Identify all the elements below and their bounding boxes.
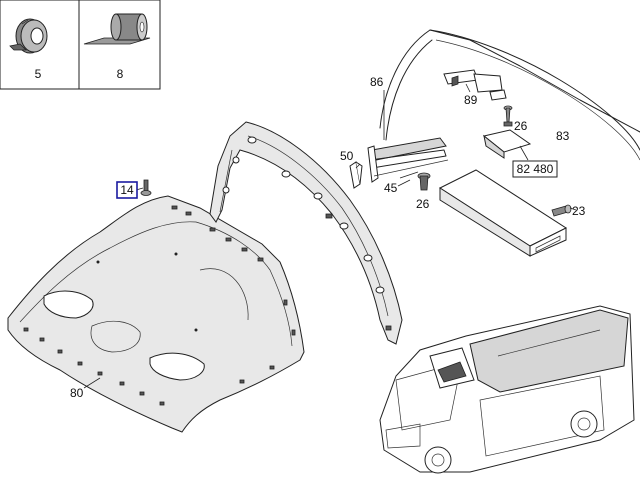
van-overview <box>379 305 635 474</box>
screw-23[interactable] <box>551 204 577 217</box>
callout-83[interactable]: 83 <box>556 129 570 143</box>
felt-roll-icon <box>83 13 151 45</box>
callout-86[interactable]: 86 <box>370 75 384 89</box>
legend-item-5[interactable]: 5 <box>0 0 80 90</box>
bracket-82480[interactable] <box>482 129 532 161</box>
callout-45[interactable]: 45 <box>384 181 398 195</box>
callout-82480[interactable]: 82 480 <box>517 162 554 176</box>
headliner-panel[interactable] <box>7 195 305 433</box>
clip-50[interactable] <box>349 161 363 189</box>
tape-roll-icon <box>9 18 48 54</box>
callout-14-box <box>116 181 138 199</box>
legend-item-8[interactable]: 8 <box>78 0 161 90</box>
callout-50[interactable]: 50 <box>340 149 354 163</box>
callout-26-lower[interactable]: 26 <box>416 197 430 211</box>
rear-arch-trim[interactable] <box>209 121 403 345</box>
callout-80[interactable]: 80 <box>70 386 84 400</box>
callout-89[interactable]: 89 <box>464 93 478 107</box>
legend-label-5: 5 <box>35 67 42 81</box>
air-duct[interactable] <box>438 169 568 257</box>
screw-26-upper[interactable] <box>503 105 513 127</box>
callout-82480-box <box>512 160 558 178</box>
clip-89[interactable] <box>443 69 507 101</box>
screw-26-lower[interactable] <box>399 171 431 191</box>
legend-label-8: 8 <box>117 67 124 81</box>
rail-86[interactable] <box>367 137 449 183</box>
callout-23[interactable]: 23 <box>572 204 586 218</box>
callout-26-upper[interactable]: 26 <box>514 119 528 133</box>
callout-14[interactable]: 14 <box>120 183 134 197</box>
screw-14[interactable] <box>135 179 152 196</box>
roof-side-panel-83[interactable] <box>379 29 640 161</box>
